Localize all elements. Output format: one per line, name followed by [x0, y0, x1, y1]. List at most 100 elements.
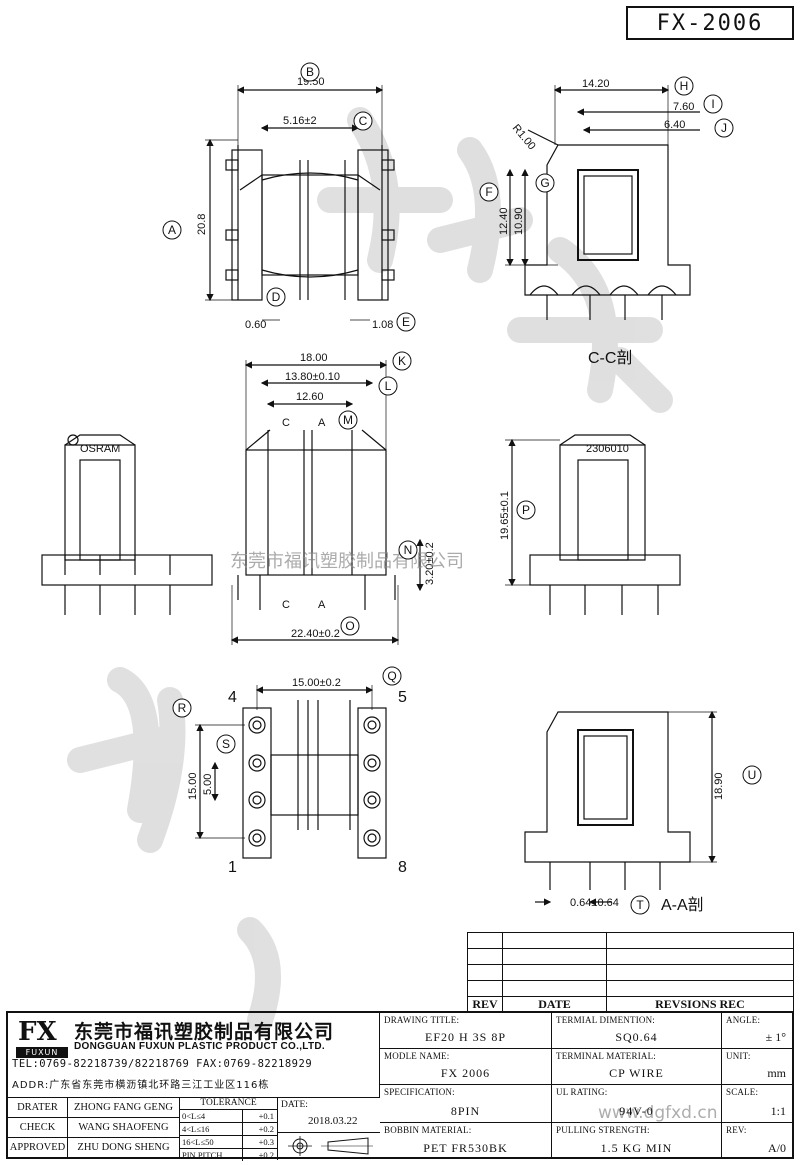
balloon-l: L [378, 376, 398, 396]
table-row [467, 932, 794, 949]
balloon-s: S [216, 734, 236, 754]
pin-number-5: 5 [398, 689, 407, 706]
tolerance-range: 4<L≤16 [180, 1123, 243, 1135]
specification-label: SPECIFICATION: [384, 1087, 455, 1097]
tolerance-range: 16<L≤50 [180, 1136, 243, 1148]
watermark-company: 东莞市福讯塑胶制品有限公司 [230, 551, 464, 572]
unit-cell: UNIT: mm [722, 1049, 792, 1085]
dim-h: 14.20 [582, 78, 610, 90]
svg-text:C: C [359, 114, 368, 128]
tolerance-range: 0<L≤4 [180, 1110, 243, 1122]
dim-i: 7.60 [673, 101, 694, 113]
scale-value: 1:1 [770, 1104, 786, 1118]
dim-l: 13.80±0.10 [285, 371, 340, 383]
staff-name: WANG SHAOFENG [68, 1118, 180, 1138]
pulling-strength-label: PULLING STRENGTH: [556, 1125, 650, 1135]
table-row [467, 948, 794, 965]
dim-r: R1.00 [510, 122, 538, 152]
bobbin-material-label: BOBBIN MATERIAL: [384, 1125, 472, 1135]
terminal-dimension-cell: TERMIAL DIMENTION: SQ0.64 [552, 1013, 722, 1049]
section-mark-c-bottom: C [282, 599, 290, 611]
ul-rating-cell: UL RATING: 94V-0 [552, 1085, 722, 1123]
company-name-en: DONGGUAN FUXUN PLASTIC PRODUCT CO.,LTD. [74, 1041, 325, 1052]
tolerance-value: +0.2 [258, 1150, 274, 1160]
svg-text:G: G [540, 176, 549, 190]
terminal-material-label: TERMINAL MATERIAL: [556, 1051, 657, 1061]
svg-text:R: R [178, 701, 187, 715]
section-cc-view [505, 85, 700, 320]
table-row [467, 964, 794, 981]
balloon-p: P [516, 500, 536, 520]
date-label: DATE: [281, 1100, 308, 1110]
terminal-dimension: SQ0.64 [615, 1030, 658, 1044]
balloon-f: F [479, 182, 499, 202]
balloon-t: T [630, 895, 650, 915]
dim-d: 0.60 [245, 319, 266, 331]
drawing-title-label: DRAWING TITLE: [384, 1015, 460, 1025]
tolerance-value: +0.2 [258, 1124, 274, 1134]
svg-text:O: O [345, 619, 354, 633]
balloon-i: I [703, 94, 723, 114]
svg-text:F: F [485, 185, 492, 199]
svg-text:U: U [748, 768, 757, 782]
ul-rating-label: UL RATING: [556, 1087, 608, 1097]
balloon-u: U [742, 765, 762, 785]
bobbin-material: PET FR530BK [423, 1141, 508, 1155]
revision-table: REV DATE REVSIONS REC [467, 932, 794, 1013]
pulling-strength: 1.5 KG MIN [600, 1141, 673, 1155]
balloon-o: O [340, 616, 360, 636]
right-view-marking: 2306010 [586, 443, 629, 455]
terminal-dimension-label: TERMIAL DIMENTION: [556, 1015, 656, 1025]
dim-t: 0.64±0.64 [570, 897, 619, 909]
balloon-d: D [266, 287, 286, 307]
revision-label: REV: [726, 1125, 747, 1135]
balloon-h: H [674, 76, 694, 96]
tolerance-row: 16<L≤50+0.3 [180, 1136, 277, 1149]
svg-text:E: E [402, 315, 410, 329]
company-name-cn: 东莞市福讯塑胶制品有限公司 [74, 1021, 335, 1043]
svg-text:N: N [404, 543, 413, 557]
svg-text:A: A [168, 223, 176, 237]
pin-number-1: 1 [228, 859, 237, 876]
angle-label: ANGLE: [726, 1015, 761, 1025]
dim-m: 12.60 [296, 391, 324, 403]
model-label: MODLE NAME: [384, 1051, 450, 1061]
company-logo: FX FUXUN [12, 1017, 70, 1059]
left-front-view [41, 434, 213, 615]
section-aa-view [524, 710, 717, 906]
logo-fuxun-text: FUXUN [16, 1047, 68, 1058]
company-address: ADDR:广东省东莞市横沥镇北环路三江工业区116栋 [12, 1080, 270, 1091]
staff-block: DRATER ZHONG FANG GENG CHECK WANG SHAOFE… [8, 1097, 380, 1161]
drawing-info: DRAWING TITLE: EF20 H 3S 8P TERMIAL DIME… [380, 1013, 792, 1159]
company-block: FX FUXUN 东莞市福讯塑胶制品有限公司 DONGGUAN FUXUN PL… [8, 1013, 380, 1097]
dim-k: 18.00 [300, 352, 328, 364]
balloon-a: A [162, 220, 182, 240]
tolerance-row: 0<L≤4+0.1 [180, 1110, 277, 1123]
svg-text:K: K [398, 354, 406, 368]
top-view-marking: OSRAM [80, 443, 120, 455]
company-tel-fax: TEL:0769-82218739/82218769 FAX:0769-8221… [12, 1058, 313, 1070]
svg-text:T: T [636, 898, 644, 912]
dim-s-pitch: 15.00 [187, 772, 199, 800]
balloon-k: K [392, 351, 412, 371]
revisions-header: REVSIONS REC [606, 996, 794, 1013]
dim-c-spacing: 5.16±2 [283, 115, 317, 127]
pulling-strength-cell: PULLING STRENGTH: 1.5 KG MIN [552, 1123, 722, 1159]
projection-symbol-icon [288, 1136, 373, 1156]
unit-label: UNIT: [726, 1051, 751, 1061]
brush-watermark [67, 107, 673, 1033]
drawing-title-cell: DRAWING TITLE: EF20 H 3S 8P [380, 1013, 552, 1049]
staff-role: DRATER [8, 1098, 68, 1118]
staff-name: ZHONG FANG GENG [68, 1098, 180, 1118]
balloon-q: Q [382, 666, 402, 686]
section-mark-a-top: A [318, 417, 326, 429]
drawing-title: EF20 H 3S 8P [424, 1030, 507, 1044]
revision-value: A/0 [768, 1141, 786, 1155]
dim-a: 20.8 [196, 214, 208, 235]
dim-o: 22.40±0.2 [291, 628, 340, 640]
section-mark-c-top: C [282, 417, 290, 429]
section-aa-label: A-A剖 [661, 896, 704, 914]
bobbin-material-cell: BOBBIN MATERIAL: PET FR530BK [380, 1123, 552, 1159]
bottom-view [195, 685, 387, 859]
